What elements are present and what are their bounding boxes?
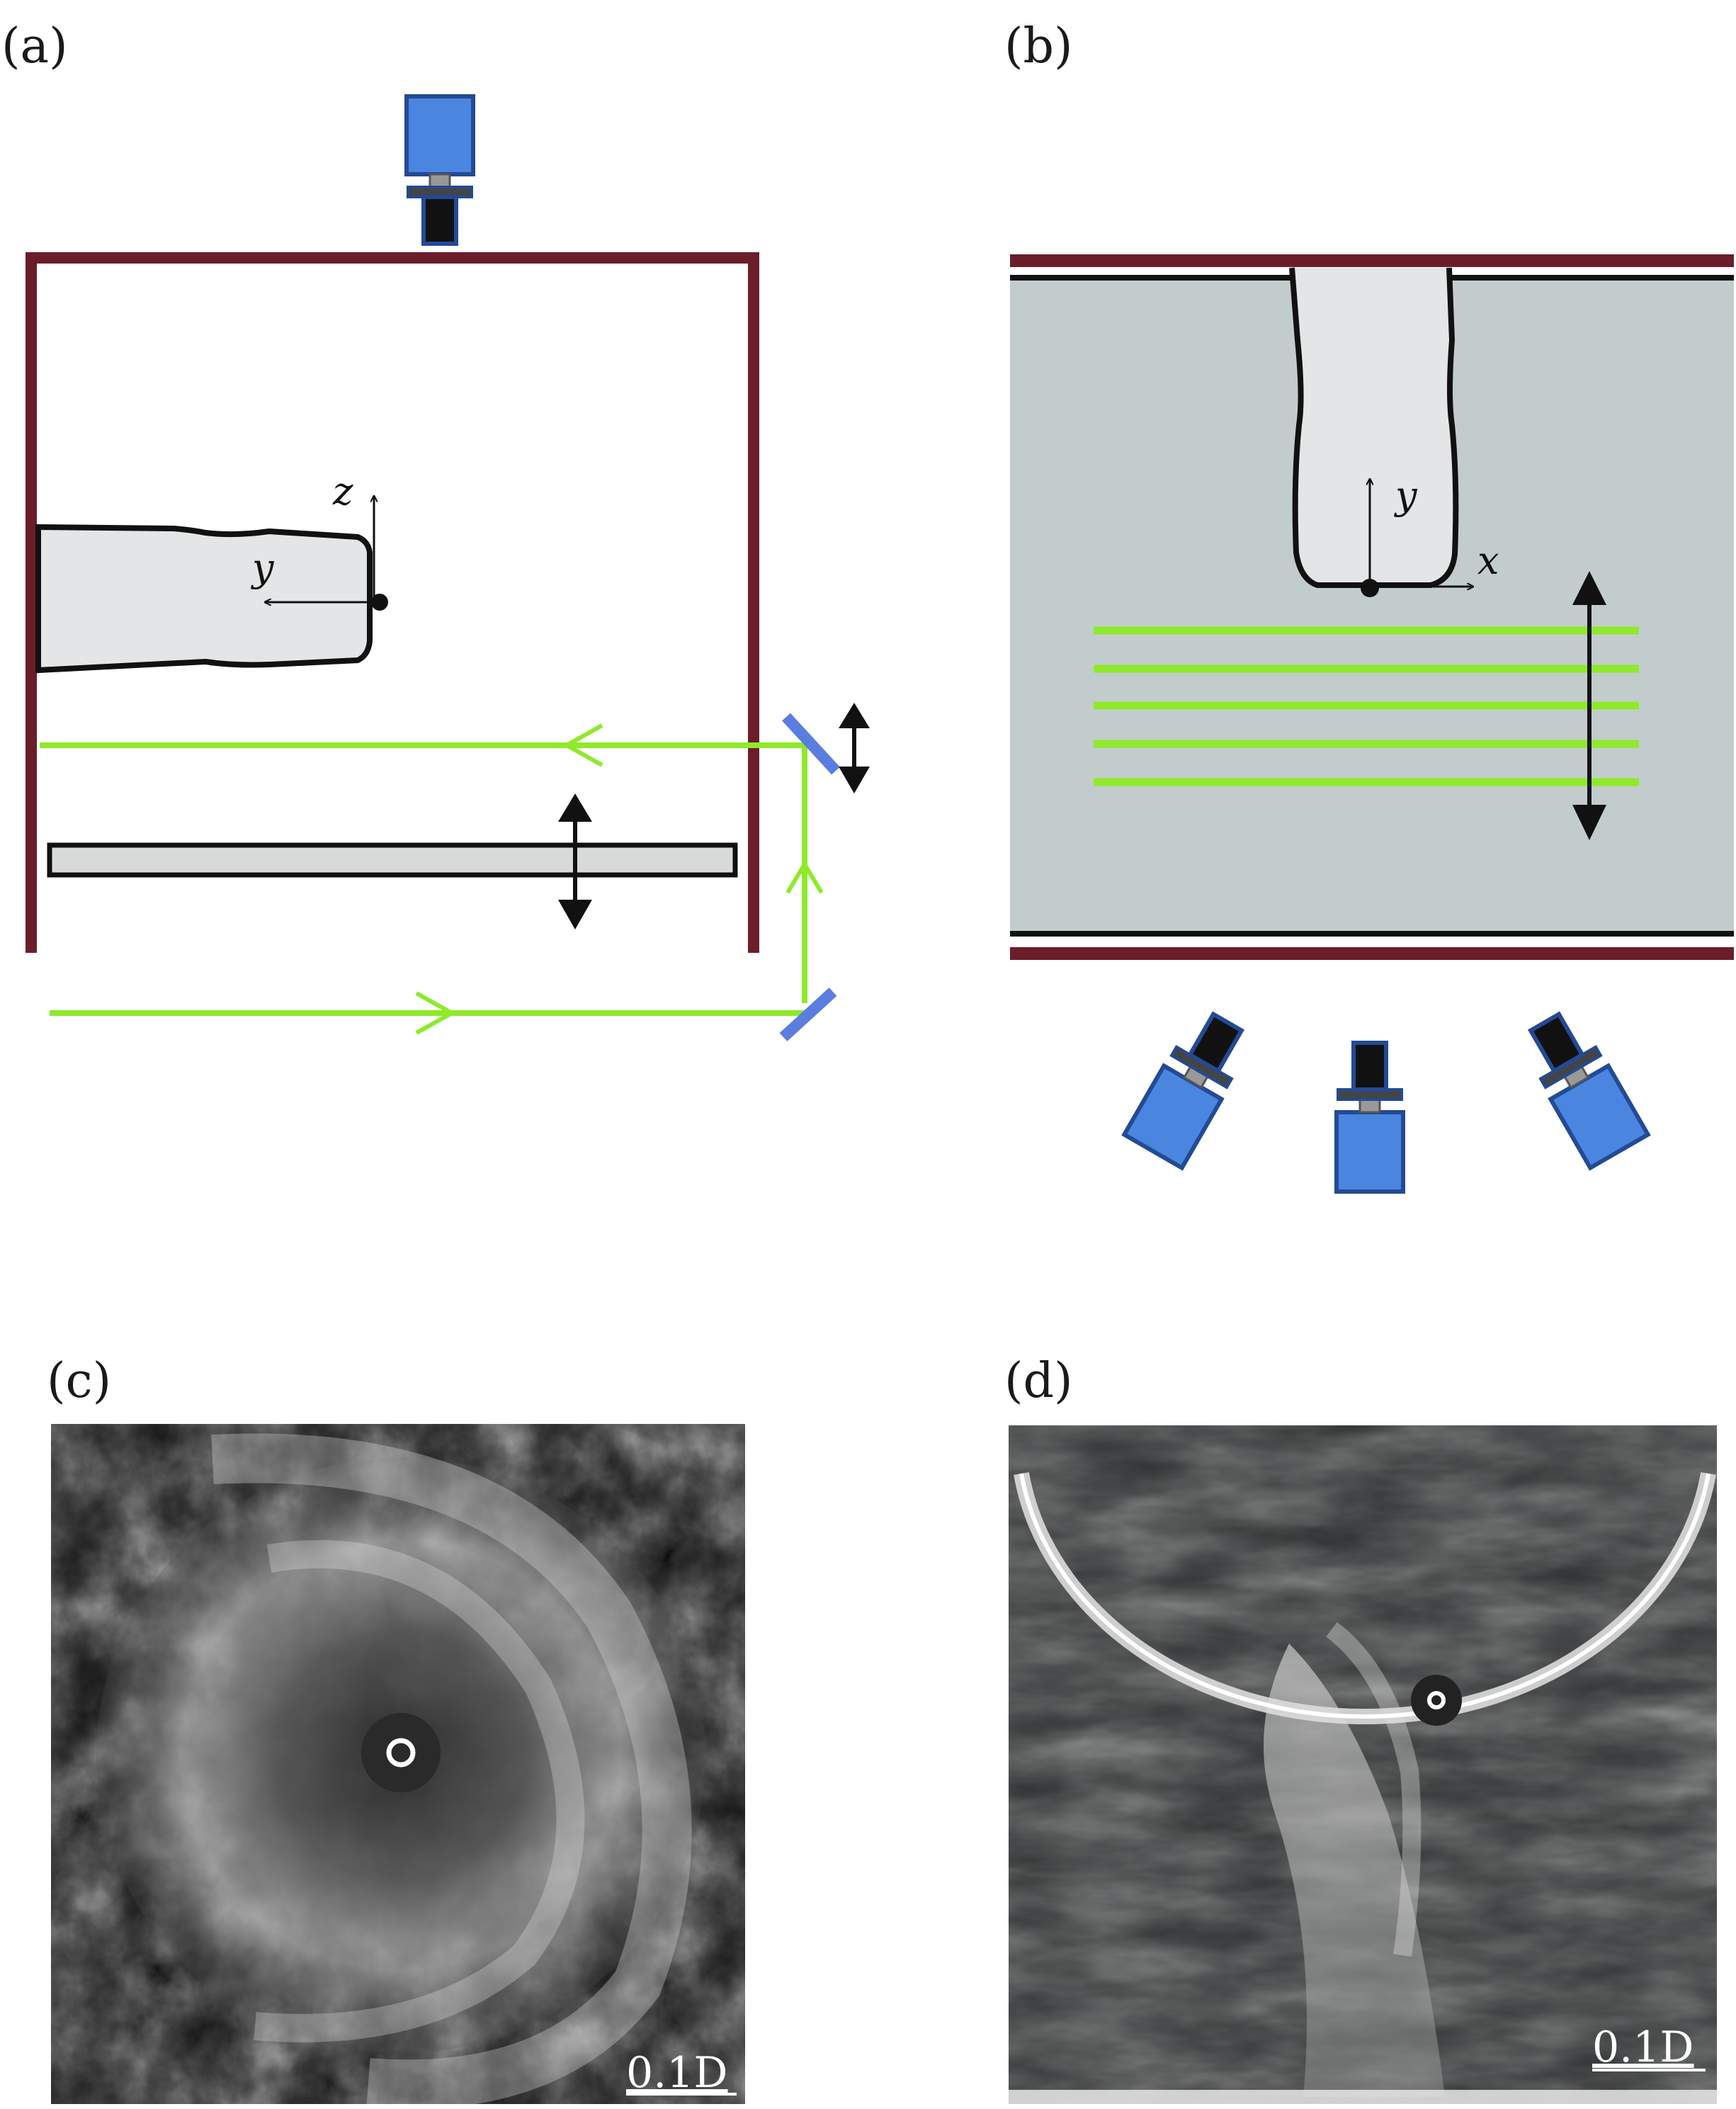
panel-c-label: (c) <box>47 1353 111 1409</box>
mirror-icon <box>782 713 840 775</box>
camera-icon <box>1334 1041 1405 1194</box>
double-arrow-icon <box>839 703 870 793</box>
tank-wall-reflection <box>1009 2090 1717 2104</box>
laser-direction-arrow <box>785 860 824 894</box>
camera-icon <box>1527 1011 1651 1171</box>
laser-direction-arrow <box>415 991 457 1035</box>
double-arrow-icon <box>1572 571 1606 840</box>
laser-direction-arrow <box>562 723 603 767</box>
double-arrow-icon <box>558 793 592 929</box>
camera-icon <box>1121 1011 1245 1171</box>
panel-d-label: (d) <box>1004 1353 1073 1409</box>
axis-label-y: y <box>251 545 275 590</box>
panel-a: (a) z y <box>1 18 870 1041</box>
vortex-core-marker <box>1427 1691 1446 1709</box>
camera-icon <box>404 94 475 246</box>
cylinder-body <box>1289 267 1459 588</box>
panel-c: (c) 0.1D <box>47 1353 745 2104</box>
axis-label-z: z <box>332 469 353 514</box>
scale-bar-c: 0.1D <box>626 2048 728 2098</box>
mirror-icon <box>779 988 837 1041</box>
flow-visualization-image-d <box>1009 1425 1717 2104</box>
panel-a-label: (a) <box>1 18 68 74</box>
vortex-core-marker <box>386 1738 416 1768</box>
laser-sheets <box>1094 626 1639 786</box>
panel-b: (b) y x <box>1004 18 1734 1194</box>
flow-visualization-image-c <box>51 1424 745 2104</box>
cylinder-body <box>35 524 373 674</box>
panel-b-label: (b) <box>1004 18 1073 74</box>
panel-d: (d) 0.1D <box>1004 1353 1717 2104</box>
origin-marker <box>371 594 388 611</box>
calibration-plate <box>47 842 738 878</box>
tank-wall-side-view <box>25 252 759 953</box>
origin-marker <box>1361 579 1379 597</box>
scale-bar-d: 0.1D <box>1592 2023 1694 2072</box>
axis-label-y: y <box>1394 473 1418 518</box>
axis-label-x: x <box>1477 538 1499 583</box>
